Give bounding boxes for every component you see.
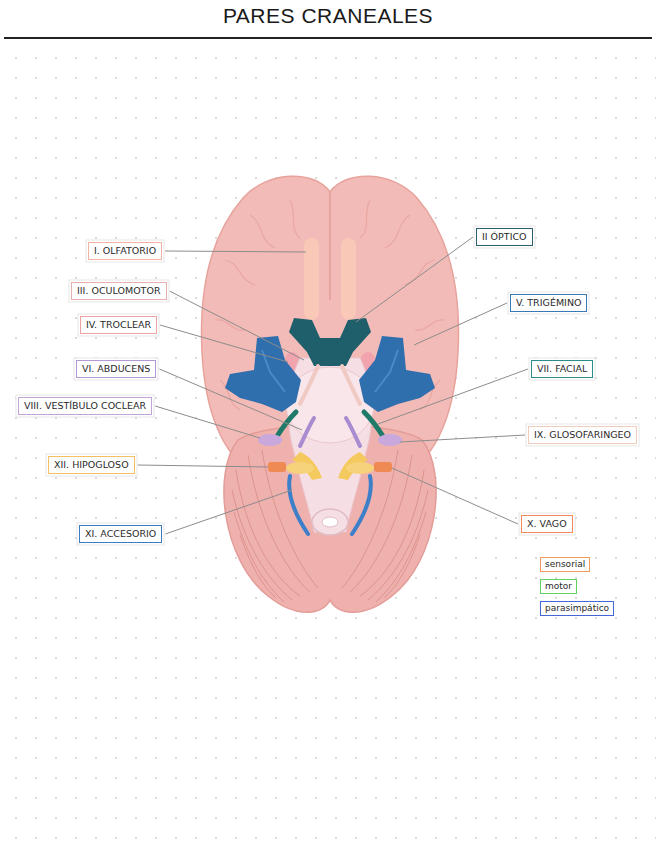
leader-line [138, 465, 268, 467]
nerve-label-box: VIII. VESTÍBULO COCLEAR [18, 397, 152, 415]
nerve-label-box: XI. ACCESORIO [79, 525, 162, 543]
leader-line [160, 325, 288, 362]
legend-swatch: sensorial [540, 557, 590, 572]
legend: sensorial motor parasimpático [540, 557, 614, 623]
legend-swatch: parasimpático [540, 601, 614, 616]
leader-line [356, 237, 473, 322]
nerve-label-box: III. OCULOMOTOR [71, 282, 167, 300]
nerve-label-box: VII. FACIAL [531, 360, 593, 378]
nerve-label-box: I. OLFATORIO [88, 242, 162, 260]
leader-line [392, 468, 518, 524]
nerve-label: I. OLFATORIO [94, 245, 156, 256]
nerve-label-box: IV. TROCLEAR [80, 316, 157, 334]
title-block: PARES CRANEALES [0, 4, 656, 28]
nerve-label: VI. ABDUCENS [82, 363, 150, 374]
nerve-label: XI. ACCESORIO [85, 528, 156, 539]
legend-text: motor [545, 581, 572, 591]
leader-line [378, 369, 528, 424]
nerve-label-box: X. VAGO [521, 515, 573, 533]
title-text: PARES CRANEALES [223, 4, 433, 27]
nerve-label: VIII. VESTÍBULO COCLEAR [24, 400, 146, 411]
legend-swatch: motor [540, 579, 577, 594]
nerve-label: XII. HIPOGLOSO [54, 459, 129, 470]
nerve-label: VII. FACIAL [537, 363, 587, 374]
nerve-label-box: IX. GLOSOFARINGEO [528, 426, 637, 444]
nerve-label: II ÓPTICO [482, 231, 527, 242]
nerve-label-box: VI. ABDUCENS [76, 360, 156, 378]
leader-line [165, 490, 292, 534]
legend-text: parasimpático [545, 603, 609, 613]
nerve-label: V. TRIGÉMINO [516, 297, 581, 308]
leader-line [159, 369, 302, 430]
leader-line [165, 251, 306, 252]
legend-text: sensorial [545, 559, 585, 569]
nerve-label-box: XII. HIPOGLOSO [48, 456, 135, 474]
leader-line [155, 406, 260, 438]
nerve-label: IX. GLOSOFARINGEO [534, 429, 631, 440]
leader-line [170, 291, 305, 360]
leader-line [414, 303, 507, 345]
title-rule [4, 37, 652, 39]
leader-line [400, 435, 525, 442]
nerve-label: III. OCULOMOTOR [77, 285, 161, 296]
nerve-label: IV. TROCLEAR [86, 319, 151, 330]
nerve-label: X. VAGO [527, 518, 567, 529]
nerve-label-box: V. TRIGÉMINO [510, 294, 587, 312]
nerve-label-box: II ÓPTICO [476, 228, 533, 246]
